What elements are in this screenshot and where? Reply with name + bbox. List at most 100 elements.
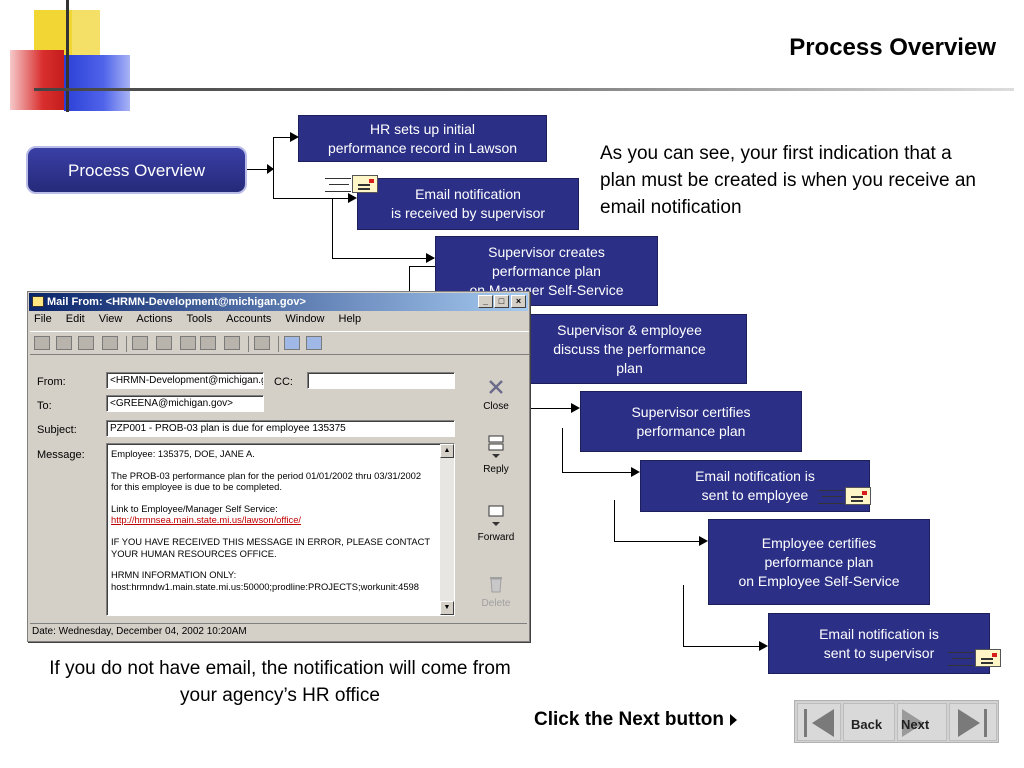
scroll-down-button[interactable]: ▼ [440, 601, 454, 615]
speed-lines [948, 652, 974, 666]
message-scrollbar[interactable]: ▲ ▼ [440, 444, 454, 615]
forward-action[interactable]: Forward [474, 502, 518, 543]
connector [409, 266, 410, 294]
toolbar [30, 331, 529, 355]
step-email-supervisor-final: Email notification is sent to supervisor [768, 613, 990, 674]
trash-icon [490, 577, 502, 593]
message-paragraph: Employee: 135375, DOE, JANE A. [111, 448, 255, 459]
step-hr-setup: HR sets up initial performance record in… [298, 115, 547, 162]
connector-arrow [571, 403, 580, 413]
connector [530, 408, 578, 409]
forward-icon[interactable] [156, 336, 172, 350]
cc-field[interactable] [307, 372, 455, 389]
minimize-button[interactable]: _ [478, 295, 493, 308]
email-title-text: Mail From: <HRMN-Development@michigan.go… [47, 296, 306, 308]
close-window-button[interactable]: × [511, 295, 526, 308]
menu-actions[interactable]: Actions [136, 313, 173, 325]
toolbar-separator [126, 336, 127, 352]
first-slide-button[interactable] [797, 703, 841, 741]
message-paragraph: The PROB-03 performance plan for the per… [111, 469, 422, 493]
menu-bar: File Edit View Actions Tools Accounts Wi… [32, 313, 363, 329]
connector-arrow [348, 193, 357, 203]
email-title-bar[interactable]: Mail From: <HRMN-Development@michigan.go… [29, 293, 528, 311]
logo-vertical-line [66, 0, 69, 112]
connector [332, 258, 434, 259]
menu-file[interactable]: File [34, 313, 52, 325]
triangle-right-icon [958, 709, 980, 737]
view-icon[interactable] [284, 336, 300, 350]
connector-arrow [290, 132, 299, 142]
send-receive-icon[interactable] [102, 336, 118, 350]
toolbar-separator [248, 336, 249, 352]
connector [273, 137, 274, 199]
back-label: Back [851, 717, 883, 732]
from-field[interactable]: <HRMN-Development@michigan.g [106, 372, 264, 389]
subject-label: Subject: [37, 424, 77, 436]
mail-icon [32, 296, 44, 307]
next-button[interactable]: Next [897, 703, 947, 741]
envelope-icon [845, 487, 871, 505]
click-next-label: Click the Next button [534, 709, 725, 730]
self-service-link[interactable]: http://hrmnsea.main.state.mi.us/lawson/o… [111, 514, 302, 526]
connector [332, 198, 333, 259]
forward-icon [488, 505, 504, 526]
close-action[interactable]: Close [474, 377, 518, 412]
message-body[interactable]: Employee: 135375, DOE, JANE A. The PROB-… [106, 443, 455, 616]
logo-red-square [10, 50, 64, 110]
last-slide-button[interactable] [949, 703, 997, 741]
list-icon[interactable] [306, 336, 322, 350]
toolbar-separator [278, 336, 279, 352]
menu-tools[interactable]: Tools [186, 313, 213, 325]
reply-action[interactable]: Reply [474, 434, 518, 475]
title-underline [34, 88, 1014, 91]
logo-blue-square [64, 55, 130, 111]
previous-message-icon[interactable] [200, 336, 216, 350]
menu-accounts[interactable]: Accounts [226, 313, 272, 325]
print-icon[interactable] [56, 336, 72, 350]
step-email-employee: Email notification is sent to employee [640, 460, 870, 512]
pointer-right-icon [730, 713, 738, 726]
menu-edit[interactable]: Edit [65, 313, 85, 325]
bar-icon [804, 709, 807, 737]
notes-icon[interactable] [254, 336, 270, 350]
scroll-up-button[interactable]: ▲ [440, 444, 454, 458]
to-field[interactable]: <GREENA@michigan.gov> [106, 395, 264, 412]
save-icon[interactable] [78, 336, 94, 350]
connector [562, 472, 638, 473]
reply-action-label: Reply [483, 464, 509, 475]
step-employee-certifies: Employee certifies performance plan on E… [708, 519, 930, 605]
menu-view[interactable]: View [98, 313, 123, 325]
page-title: Process Overview [789, 34, 996, 61]
back-button[interactable]: Back [843, 703, 895, 741]
connector-arrow [699, 536, 708, 546]
step-email-supervisor: Email notification is received by superv… [357, 178, 579, 230]
envelope-icon [975, 649, 1001, 667]
forward-action-label: Forward [477, 532, 515, 543]
connector-arrow [426, 253, 435, 263]
address-book-icon[interactable] [180, 336, 196, 350]
connector [273, 137, 297, 138]
message-paragraph: Link to Employee/Manager Self Service:ht… [111, 503, 450, 526]
connector [683, 585, 684, 647]
reply-icon[interactable] [132, 336, 148, 350]
message-label: Message: [37, 449, 85, 461]
connector [683, 646, 766, 647]
subject-field[interactable]: PZP001 - PROB-03 plan is due for employe… [106, 420, 455, 437]
message-paragraph: IF YOU HAVE RECEIVED THIS MESSAGE IN ERR… [111, 535, 431, 559]
next-message-icon[interactable] [224, 336, 240, 350]
menu-help[interactable]: Help [338, 313, 362, 325]
message-paragraph: HRMN INFORMATION ONLY: host:hrmndw1.main… [111, 569, 419, 592]
menu-window[interactable]: Window [285, 313, 325, 325]
click-next-instruction: Click the Next button [534, 709, 738, 731]
link-label: Link to Employee/Manager Self Service: [111, 502, 278, 514]
new-icon[interactable] [34, 336, 50, 350]
navigation-bar: Back Next [794, 700, 999, 743]
step-supervisor-certifies: Supervisor certifies performance plan [580, 391, 802, 452]
maximize-button[interactable]: □ [494, 295, 509, 308]
description-text: As you can see, your first indication th… [600, 143, 976, 218]
cc-label: CC: [274, 376, 293, 388]
delete-action-label: Delete [481, 598, 511, 609]
connector [247, 169, 273, 170]
close-x-icon [489, 380, 503, 394]
delete-action[interactable]: Delete [474, 574, 518, 609]
